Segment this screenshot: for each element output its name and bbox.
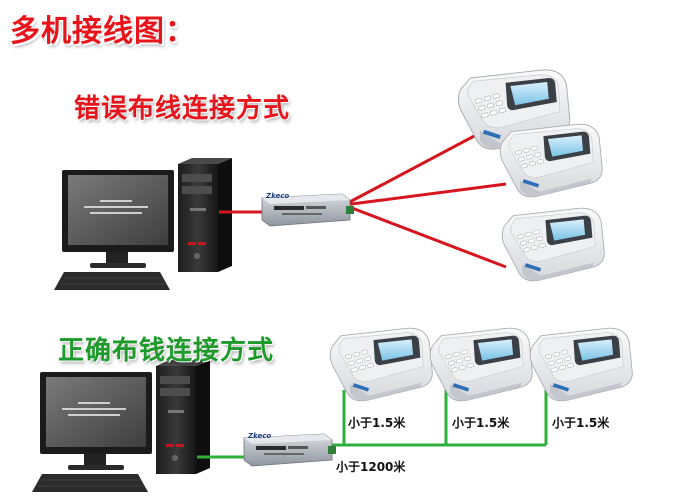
terminal-correct-1	[329, 327, 433, 402]
terminal-wrong-3	[501, 207, 605, 282]
converter-brand-wrong: Zkeco	[266, 192, 290, 200]
correct-wiring-lines	[197, 390, 548, 459]
computer-wrong	[53, 157, 233, 291]
terminal-correct-3	[529, 327, 633, 402]
correct-wiring-title: 正确布钱连接方式	[58, 336, 275, 366]
distance-label-trunk: 小于1200米	[336, 460, 406, 474]
diagram-title: 多机接线图：	[10, 14, 196, 49]
converter-brand-correct: Zkeco	[248, 432, 272, 440]
wrong-wiring-title: 错误布线连接方式	[74, 94, 291, 124]
terminal-wrong-2	[499, 123, 603, 198]
distance-label-branch-1: 小于1.5米	[348, 416, 406, 430]
distance-label-branch-3: 小于1.5米	[552, 416, 610, 430]
computer-correct	[31, 359, 211, 493]
terminal-correct-2	[429, 327, 533, 402]
wrong-wiring-lines	[219, 132, 507, 269]
distance-label-branch-2: 小于1.5米	[452, 416, 510, 430]
